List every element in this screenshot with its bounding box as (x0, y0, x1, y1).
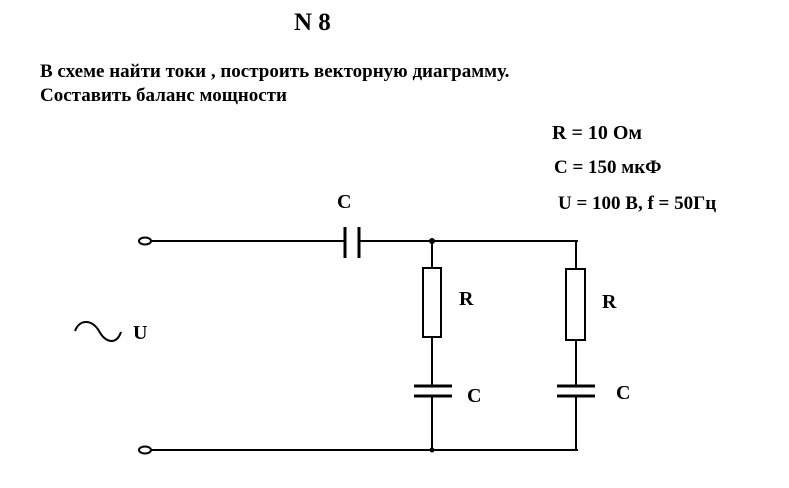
junction-dot-branch1-top (429, 238, 435, 244)
param-resistance: R = 10 Ом (552, 122, 643, 144)
label-branch1-capacitor: C (467, 385, 481, 407)
label-branch2-capacitor: C (616, 382, 630, 404)
problem-number: N 8 (294, 9, 331, 36)
branch1-resistor (422, 267, 442, 338)
ac-sine-icon (74, 321, 122, 342)
param-capacitance: C = 150 мкФ (554, 157, 662, 178)
junction-dot-branch1-bottom (429, 447, 435, 453)
param-voltage-frequency: U = 100 В, f = 50Гц (558, 193, 717, 214)
label-branch1-resistor: R (459, 288, 474, 310)
branch2-resistor (565, 268, 586, 341)
terminal-bottom (138, 445, 152, 455)
task-text-line-1: В схеме найти токи , построить векторную… (40, 61, 510, 82)
label-series-capacitor: C (337, 191, 351, 213)
terminal-top (138, 236, 152, 246)
label-branch2-resistor: R (602, 291, 617, 313)
task-text-line-2: Составить баланс мощности (40, 85, 287, 106)
label-source-voltage: U (133, 322, 147, 344)
